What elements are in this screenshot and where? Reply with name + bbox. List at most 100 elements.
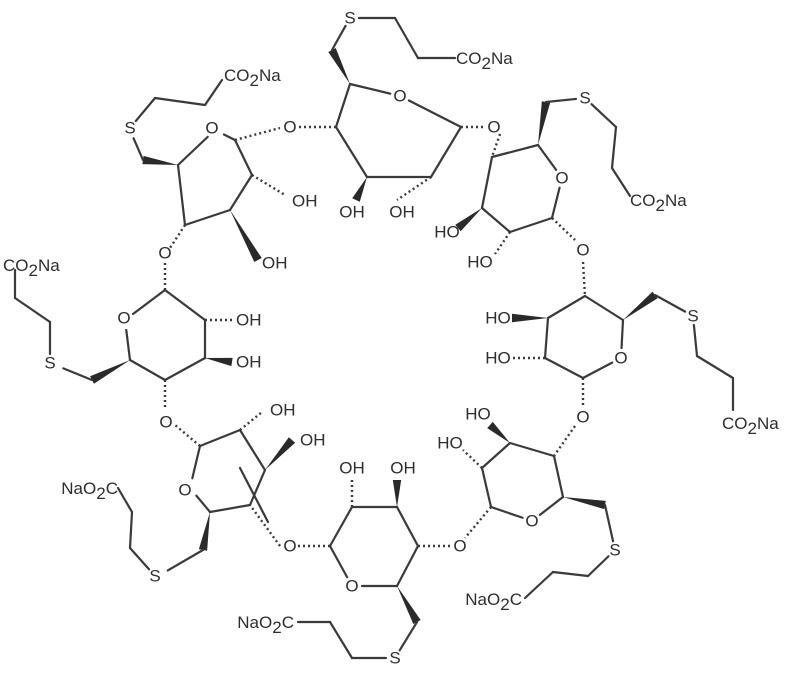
hashed-bond [553, 425, 576, 457]
single-bond [480, 441, 512, 470]
hashed-bond [234, 126, 281, 142]
hydroxyl-group: HO [465, 405, 491, 424]
single-bond [131, 288, 167, 316]
single-bond [183, 208, 232, 227]
sulfur-atom: S [344, 9, 355, 28]
wedge-bond [198, 512, 210, 551]
single-bond [544, 97, 578, 104]
hydroxyl-group: OH [390, 459, 416, 478]
carboxylate-sodium: CO2Na [722, 414, 779, 438]
single-bond [395, 544, 420, 588]
single-bond [583, 294, 625, 322]
single-bond [610, 166, 632, 198]
single-bond [552, 454, 565, 499]
hashed-bond [581, 261, 587, 297]
single-bond [538, 495, 565, 516]
hydroxyl-group: OH [236, 353, 262, 372]
carboxylate-sodium: CO2Na [3, 256, 60, 280]
wedge-bond [487, 421, 510, 443]
single-bond [543, 316, 550, 360]
wedge-bond [512, 313, 548, 323]
hydroxyl-group: OH [262, 254, 288, 273]
single-bond [163, 356, 207, 382]
single-bond [653, 293, 687, 313]
ring-oxygen: O [345, 577, 358, 596]
bonds [13, 16, 735, 660]
hydroxyl-group: HO [467, 253, 493, 272]
single-bond [546, 294, 587, 320]
single-bond [248, 468, 267, 507]
ring-oxygen: O [205, 119, 218, 138]
single-bond [490, 143, 540, 159]
single-bond [407, 99, 463, 129]
ring-oxygen: O [525, 512, 538, 531]
single-bond [620, 318, 625, 350]
single-bond [586, 555, 610, 578]
single-bond [191, 444, 202, 480]
wedge-bond [90, 360, 130, 384]
single-bond [348, 82, 392, 95]
sulfur-atom: S [389, 649, 400, 668]
hydroxyl-group: OH [292, 192, 318, 211]
wedge-bond [352, 177, 367, 202]
single-bond [238, 428, 267, 472]
single-bond [13, 296, 52, 324]
single-bond [480, 466, 493, 509]
hashed-bond [462, 449, 483, 469]
wedge-bond [538, 101, 551, 145]
single-bond [480, 206, 512, 234]
glycosidic-oxygen: O [576, 408, 589, 427]
sulfur-atom: S [124, 119, 135, 138]
ring-oxygen: O [117, 309, 130, 328]
wedge-bond [205, 357, 233, 367]
single-bond [695, 354, 735, 380]
hydroxyl-group: OH [300, 431, 326, 450]
hydroxyl-group: HO [485, 349, 511, 368]
wedge-bond [455, 208, 482, 232]
single-bond [128, 358, 167, 382]
sulfur-atom: S [687, 307, 698, 326]
single-bond [166, 548, 205, 572]
wedge-bond [230, 210, 262, 263]
hashed-bond [174, 424, 201, 447]
single-bond [508, 216, 554, 234]
hydroxyl-group: HO [434, 223, 460, 242]
hashed-bond [239, 411, 263, 431]
sulfur-atom: S [149, 567, 160, 586]
single-bond [163, 288, 207, 322]
carboxylate-sodium: CO2Na [630, 191, 687, 215]
hashed-bond [249, 504, 281, 547]
single-bond [203, 78, 224, 107]
single-bond [116, 486, 134, 514]
single-bond [176, 135, 209, 167]
wedge-bond [328, 48, 350, 84]
single-bond [489, 505, 524, 519]
single-bond [398, 620, 419, 652]
single-bond [328, 505, 354, 548]
single-bond [395, 505, 420, 548]
carboxylate-sodium: NaO2C [237, 613, 294, 637]
glycosidic-oxygen: O [283, 537, 296, 556]
single-bond [134, 96, 157, 123]
wedge-bond [265, 437, 296, 470]
glycosidic-oxygen: O [283, 118, 296, 137]
carboxylate-sodium: CO2Na [456, 49, 513, 73]
hashed-bond [490, 133, 502, 158]
wedge-bond [392, 480, 402, 507]
hashed-bond [551, 217, 576, 241]
single-bond [550, 186, 561, 220]
hashed-bond [464, 506, 492, 539]
single-bond [508, 441, 556, 458]
single-bond [228, 173, 254, 212]
single-bond [543, 356, 585, 380]
wedge-bond [397, 586, 421, 625]
single-bond [536, 143, 558, 172]
single-bond [334, 125, 369, 179]
glycosidic-oxygen: O [159, 413, 172, 432]
ring-oxygen: O [178, 481, 191, 500]
single-bond [62, 367, 94, 382]
single-bond [480, 155, 494, 210]
hashed-bond [251, 173, 286, 197]
